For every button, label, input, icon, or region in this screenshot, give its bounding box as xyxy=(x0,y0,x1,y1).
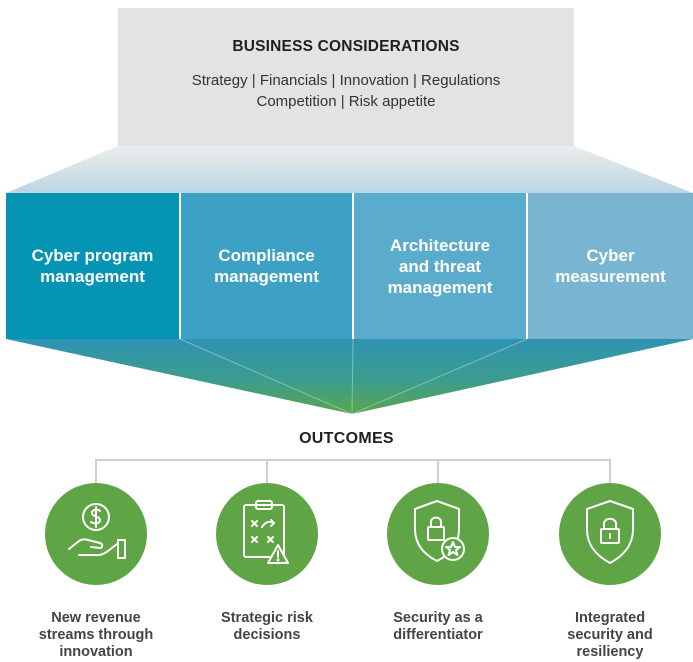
caption-line: differentiator xyxy=(393,627,483,643)
pillar-label-line: management xyxy=(40,267,145,286)
outcome-caption-revenue: New revenue streams through innovation xyxy=(21,610,171,661)
business-considerations-line-1: Strategy | Financials | Innovation | Reg… xyxy=(191,72,501,89)
business-considerations-line-2: Competition | Risk appetite xyxy=(256,93,436,110)
outcomes-connector xyxy=(95,459,611,484)
outcomes-title: OUTCOMES xyxy=(299,430,394,447)
bottom-funnel xyxy=(6,339,693,414)
pillar-compliance-management: Compliance management xyxy=(181,193,352,339)
pillar-label-line: Cyber xyxy=(586,246,635,265)
caption-line: New revenue xyxy=(51,610,141,626)
outcome-circle-risk-decisions xyxy=(216,483,318,585)
pillar-architecture-threat-management: Architecture and threat management xyxy=(354,193,526,339)
outcome-circle-revenue xyxy=(45,483,147,585)
pillar-label-line: measurement xyxy=(555,267,666,286)
pillar-label-line: management xyxy=(387,277,493,297)
pillar-label-line: Cyber program xyxy=(31,246,154,265)
caption-line: streams through xyxy=(38,627,154,643)
pillar-label-line: management xyxy=(214,267,319,286)
caption-line: decisions xyxy=(233,627,301,643)
outcome-caption-risk-decisions: Strategic risk decisions xyxy=(192,610,342,644)
outcome-caption-differentiator: Security as a differentiator xyxy=(363,610,513,644)
shield-lock-badge-icon xyxy=(414,500,465,562)
pillar-cyber-measurement: Cyber measurement xyxy=(528,193,693,339)
outcome-caption-resiliency: Integrated security and resiliency xyxy=(535,610,685,661)
outcome-circle-differentiator xyxy=(387,483,489,585)
caption-line: security and xyxy=(567,627,653,643)
caption-line: Security as a xyxy=(393,610,483,626)
pillar-label-line: and threat xyxy=(398,256,482,276)
caption-line: Strategic risk xyxy=(221,610,313,626)
clipboard-strategy-icon xyxy=(243,500,289,564)
caption-line: Integrated xyxy=(574,610,646,626)
pillar-label-line: Architecture xyxy=(389,235,491,255)
pillar-cyber-program-management: Cyber program management xyxy=(6,193,179,339)
outcome-circle-resiliency xyxy=(559,483,661,585)
pillar-label-line: Compliance xyxy=(218,246,315,265)
caption-line: innovation xyxy=(59,644,133,660)
top-funnel xyxy=(6,146,693,193)
dollar-hand-icon xyxy=(68,503,126,559)
caption-line: resiliency xyxy=(576,644,644,660)
business-considerations-box: BUSINESS CONSIDERATIONS Strategy | Finan… xyxy=(118,8,574,146)
shield-lock-icon xyxy=(586,500,634,564)
business-considerations-title: BUSINESS CONSIDERATIONS xyxy=(232,38,460,55)
